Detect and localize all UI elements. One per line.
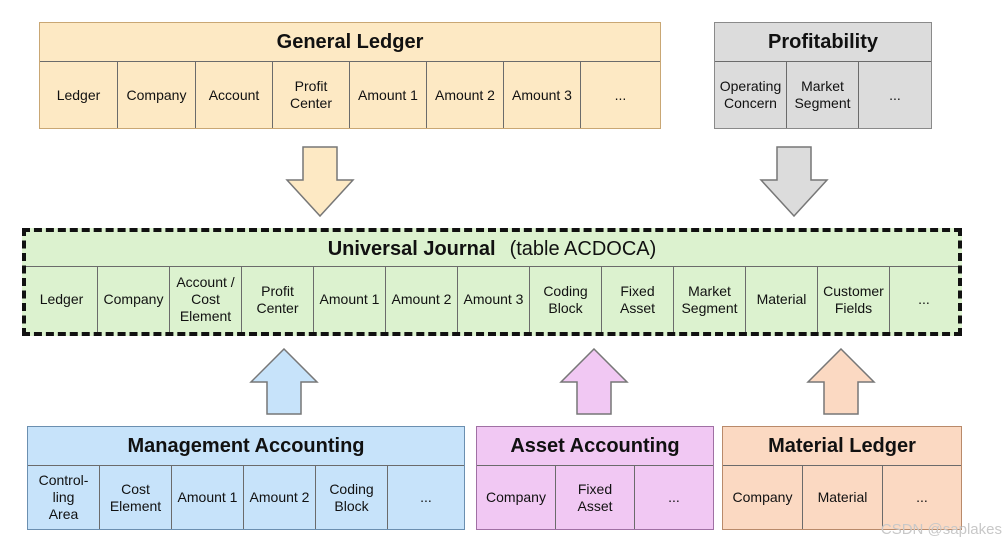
ma-field-amount-2: Amount 2 [244, 466, 316, 529]
uj-field-ledger: Ledger [26, 267, 98, 332]
uj-field-account-cost-element: Account / Cost Element [170, 267, 242, 332]
management-up-arrow [249, 348, 319, 415]
ma-field-more: ... [420, 489, 432, 505]
universal-journal-box: Universal Journal (table ACDOCA) Ledger … [22, 228, 962, 336]
asset-accounting-title: Asset Accounting [510, 434, 680, 457]
ma-field-coding-block: Coding Block [316, 466, 388, 529]
universal-journal-subtitle: (table ACDOCA) [509, 237, 657, 260]
profitability-title: Profitability [767, 30, 878, 53]
ma-field-cost-element: Cost Element [100, 466, 172, 529]
profitability-box: Profitability Operating Concern Market S… [714, 22, 932, 129]
uj-field-amount-1: Amount 1 [314, 267, 386, 332]
material-ledger-title: Material Ledger [768, 434, 916, 457]
gl-field-profit-center: Profit Center [273, 62, 350, 128]
watermark: CSDN @saplakes [880, 521, 1002, 538]
gl-down-arrow [285, 146, 355, 218]
universal-journal-title: Universal Journal [327, 237, 496, 260]
management-accounting-title: Management Accounting [127, 434, 365, 457]
ml-field-material: Material [803, 466, 883, 529]
uj-field-company: Company [98, 267, 170, 332]
profitability-down-arrow [759, 146, 829, 218]
uj-field-market-segment: Market Segment [674, 267, 746, 332]
uj-field-amount-2: Amount 2 [386, 267, 458, 332]
universal-journal-title-row: Universal Journal (table ACDOCA) [26, 232, 958, 266]
ma-field-controlling-area: Control- ling Area [28, 466, 100, 529]
gl-field-company: Company [118, 62, 196, 128]
uj-field-amount-3: Amount 3 [458, 267, 530, 332]
ml-field-more: ... [916, 489, 928, 505]
asset-up-arrow [559, 348, 629, 415]
gl-field-ledger: Ledger [40, 62, 118, 128]
uj-field-coding-block: Coding Block [530, 267, 602, 332]
uj-field-more: ... [918, 291, 930, 307]
uj-field-fixed-asset: Fixed Asset [602, 267, 674, 332]
asset-accounting-box: Asset Accounting Company Fixed Asset ... [476, 426, 714, 530]
aa-field-more: ... [668, 489, 680, 505]
uj-field-customer-fields: Customer Fields [818, 267, 890, 332]
general-ledger-title: General Ledger [276, 30, 424, 53]
gl-field-more: ... [614, 86, 627, 103]
gl-field-amount-2: Amount 2 [427, 62, 504, 128]
management-accounting-box: Management Accounting Control- ling Area… [27, 426, 465, 530]
gl-field-amount-3: Amount 3 [504, 62, 581, 128]
general-ledger-box: General Ledger Ledger Company Account Pr… [39, 22, 661, 129]
ma-field-amount-1: Amount 1 [172, 466, 244, 529]
profitability-field-market-segment: Market Segment [787, 62, 859, 128]
ml-field-company: Company [723, 466, 803, 529]
uj-field-material: Material [746, 267, 818, 332]
aa-field-fixed-asset: Fixed Asset [556, 466, 635, 529]
material-up-arrow [806, 348, 876, 415]
uj-field-profit-center: Profit Center [242, 267, 314, 332]
profitability-field-operating-concern: Operating Concern [715, 62, 787, 128]
gl-field-amount-1: Amount 1 [350, 62, 427, 128]
gl-field-account: Account [196, 62, 273, 128]
material-ledger-box: Material Ledger Company Material ... [722, 426, 962, 530]
profitability-field-more: ... [889, 86, 901, 103]
aa-field-company: Company [477, 466, 556, 529]
